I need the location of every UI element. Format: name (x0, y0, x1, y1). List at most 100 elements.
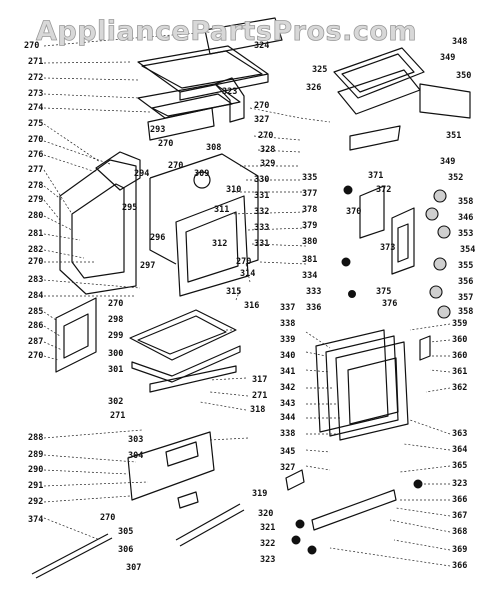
callout: 286 (28, 321, 43, 331)
callout: 367 (452, 511, 467, 521)
callout: 302 (108, 397, 123, 407)
callout: 314 (240, 269, 255, 279)
callout: 308 (206, 143, 221, 153)
callout: 282 (28, 245, 43, 255)
broiler-pan (129, 309, 241, 393)
backsplash (214, 77, 245, 123)
callout: 338 (280, 319, 295, 329)
callout: 312 (212, 239, 227, 249)
callout: 289 (28, 450, 43, 460)
callout: 375 (376, 287, 391, 297)
callout: 318 (250, 405, 265, 415)
callout: 299 (108, 331, 123, 341)
callout: 277 (28, 165, 43, 175)
callout: 333 (254, 223, 269, 233)
oven-door (315, 329, 431, 441)
callout: 330 (254, 175, 269, 185)
callout: 316 (244, 301, 259, 311)
callout: 294 (134, 169, 149, 179)
callout: 381 (302, 255, 317, 265)
callout: 352 (448, 173, 463, 183)
callout: 315 (226, 287, 241, 297)
callout: 349 (440, 53, 455, 63)
callout: 304 (128, 451, 143, 461)
callout: 335 (302, 173, 317, 183)
callout: 301 (108, 365, 123, 375)
callout: 270 (28, 257, 43, 267)
callout: 270 (236, 257, 251, 267)
control-panel (359, 185, 415, 275)
callout: 345 (280, 447, 295, 457)
callout: 270 (28, 351, 43, 361)
callout: 298 (108, 315, 123, 325)
callout: 341 (280, 367, 295, 377)
callout: 327 (280, 463, 295, 473)
callout: 275 (28, 119, 43, 129)
callout: 270 (28, 135, 43, 145)
callout: 270 (258, 131, 273, 141)
callout: 348 (452, 37, 467, 47)
callout: 271 (28, 57, 43, 67)
callout: 325 (312, 65, 327, 75)
callout: 323 (260, 555, 275, 565)
callout: 378 (302, 205, 317, 215)
callout: 296 (150, 233, 165, 243)
callout: 324 (254, 41, 269, 51)
callout: 273 (28, 89, 43, 99)
hinge-bracket (285, 469, 423, 555)
callout: 346 (458, 213, 473, 223)
callout: 274 (28, 103, 43, 113)
callout: 293 (150, 125, 165, 135)
callout: 358 (458, 307, 473, 317)
callout: 326 (306, 83, 321, 93)
callout: 270 (24, 41, 39, 51)
callout: 376 (382, 299, 397, 309)
callout: 310 (226, 185, 241, 195)
support-rod (31, 503, 245, 579)
callout: 359 (452, 319, 467, 329)
callout: 333 (306, 287, 321, 297)
leader-lines (43, 31, 451, 567)
callout: 350 (456, 71, 471, 81)
callout: 295 (122, 203, 137, 213)
callout: 372 (376, 185, 391, 195)
callout: 360 (452, 351, 467, 361)
callout: 358 (458, 197, 473, 207)
callout: 279 (28, 195, 43, 205)
callout: 344 (280, 413, 295, 423)
callout: 365 (452, 461, 467, 471)
callout: 354 (460, 245, 475, 255)
callout: 379 (302, 221, 317, 231)
kick-panel (127, 431, 215, 509)
callout: 329 (260, 159, 275, 169)
drip-tray (137, 83, 241, 141)
callout: 342 (280, 383, 295, 393)
callout: 364 (452, 445, 467, 455)
callout: 362 (452, 383, 467, 393)
callout: 270 (108, 299, 123, 309)
callout: 353 (458, 229, 473, 239)
control-knobs (341, 185, 451, 319)
callout: 270 (100, 513, 115, 523)
lower-left-door (55, 297, 97, 373)
callout: 303 (128, 435, 143, 445)
callout: 276 (28, 150, 43, 160)
callout: 288 (28, 433, 43, 443)
callout: 284 (28, 291, 43, 301)
callout: 336 (306, 303, 321, 313)
callout: 272 (28, 73, 43, 83)
callout: 278 (28, 181, 43, 191)
callout: 317 (252, 375, 267, 385)
callout: 311 (214, 205, 229, 215)
callout: 327 (254, 115, 269, 125)
callout: 349 (440, 157, 455, 167)
callout: 351 (446, 131, 461, 141)
callout: 357 (458, 293, 473, 303)
callout: 368 (452, 527, 467, 537)
callout: 332 (254, 207, 269, 217)
callout: 356 (458, 277, 473, 287)
watermark: AppliancePartsPros.com (36, 16, 417, 47)
callout: 283 (28, 275, 43, 285)
callout: 339 (280, 335, 295, 345)
